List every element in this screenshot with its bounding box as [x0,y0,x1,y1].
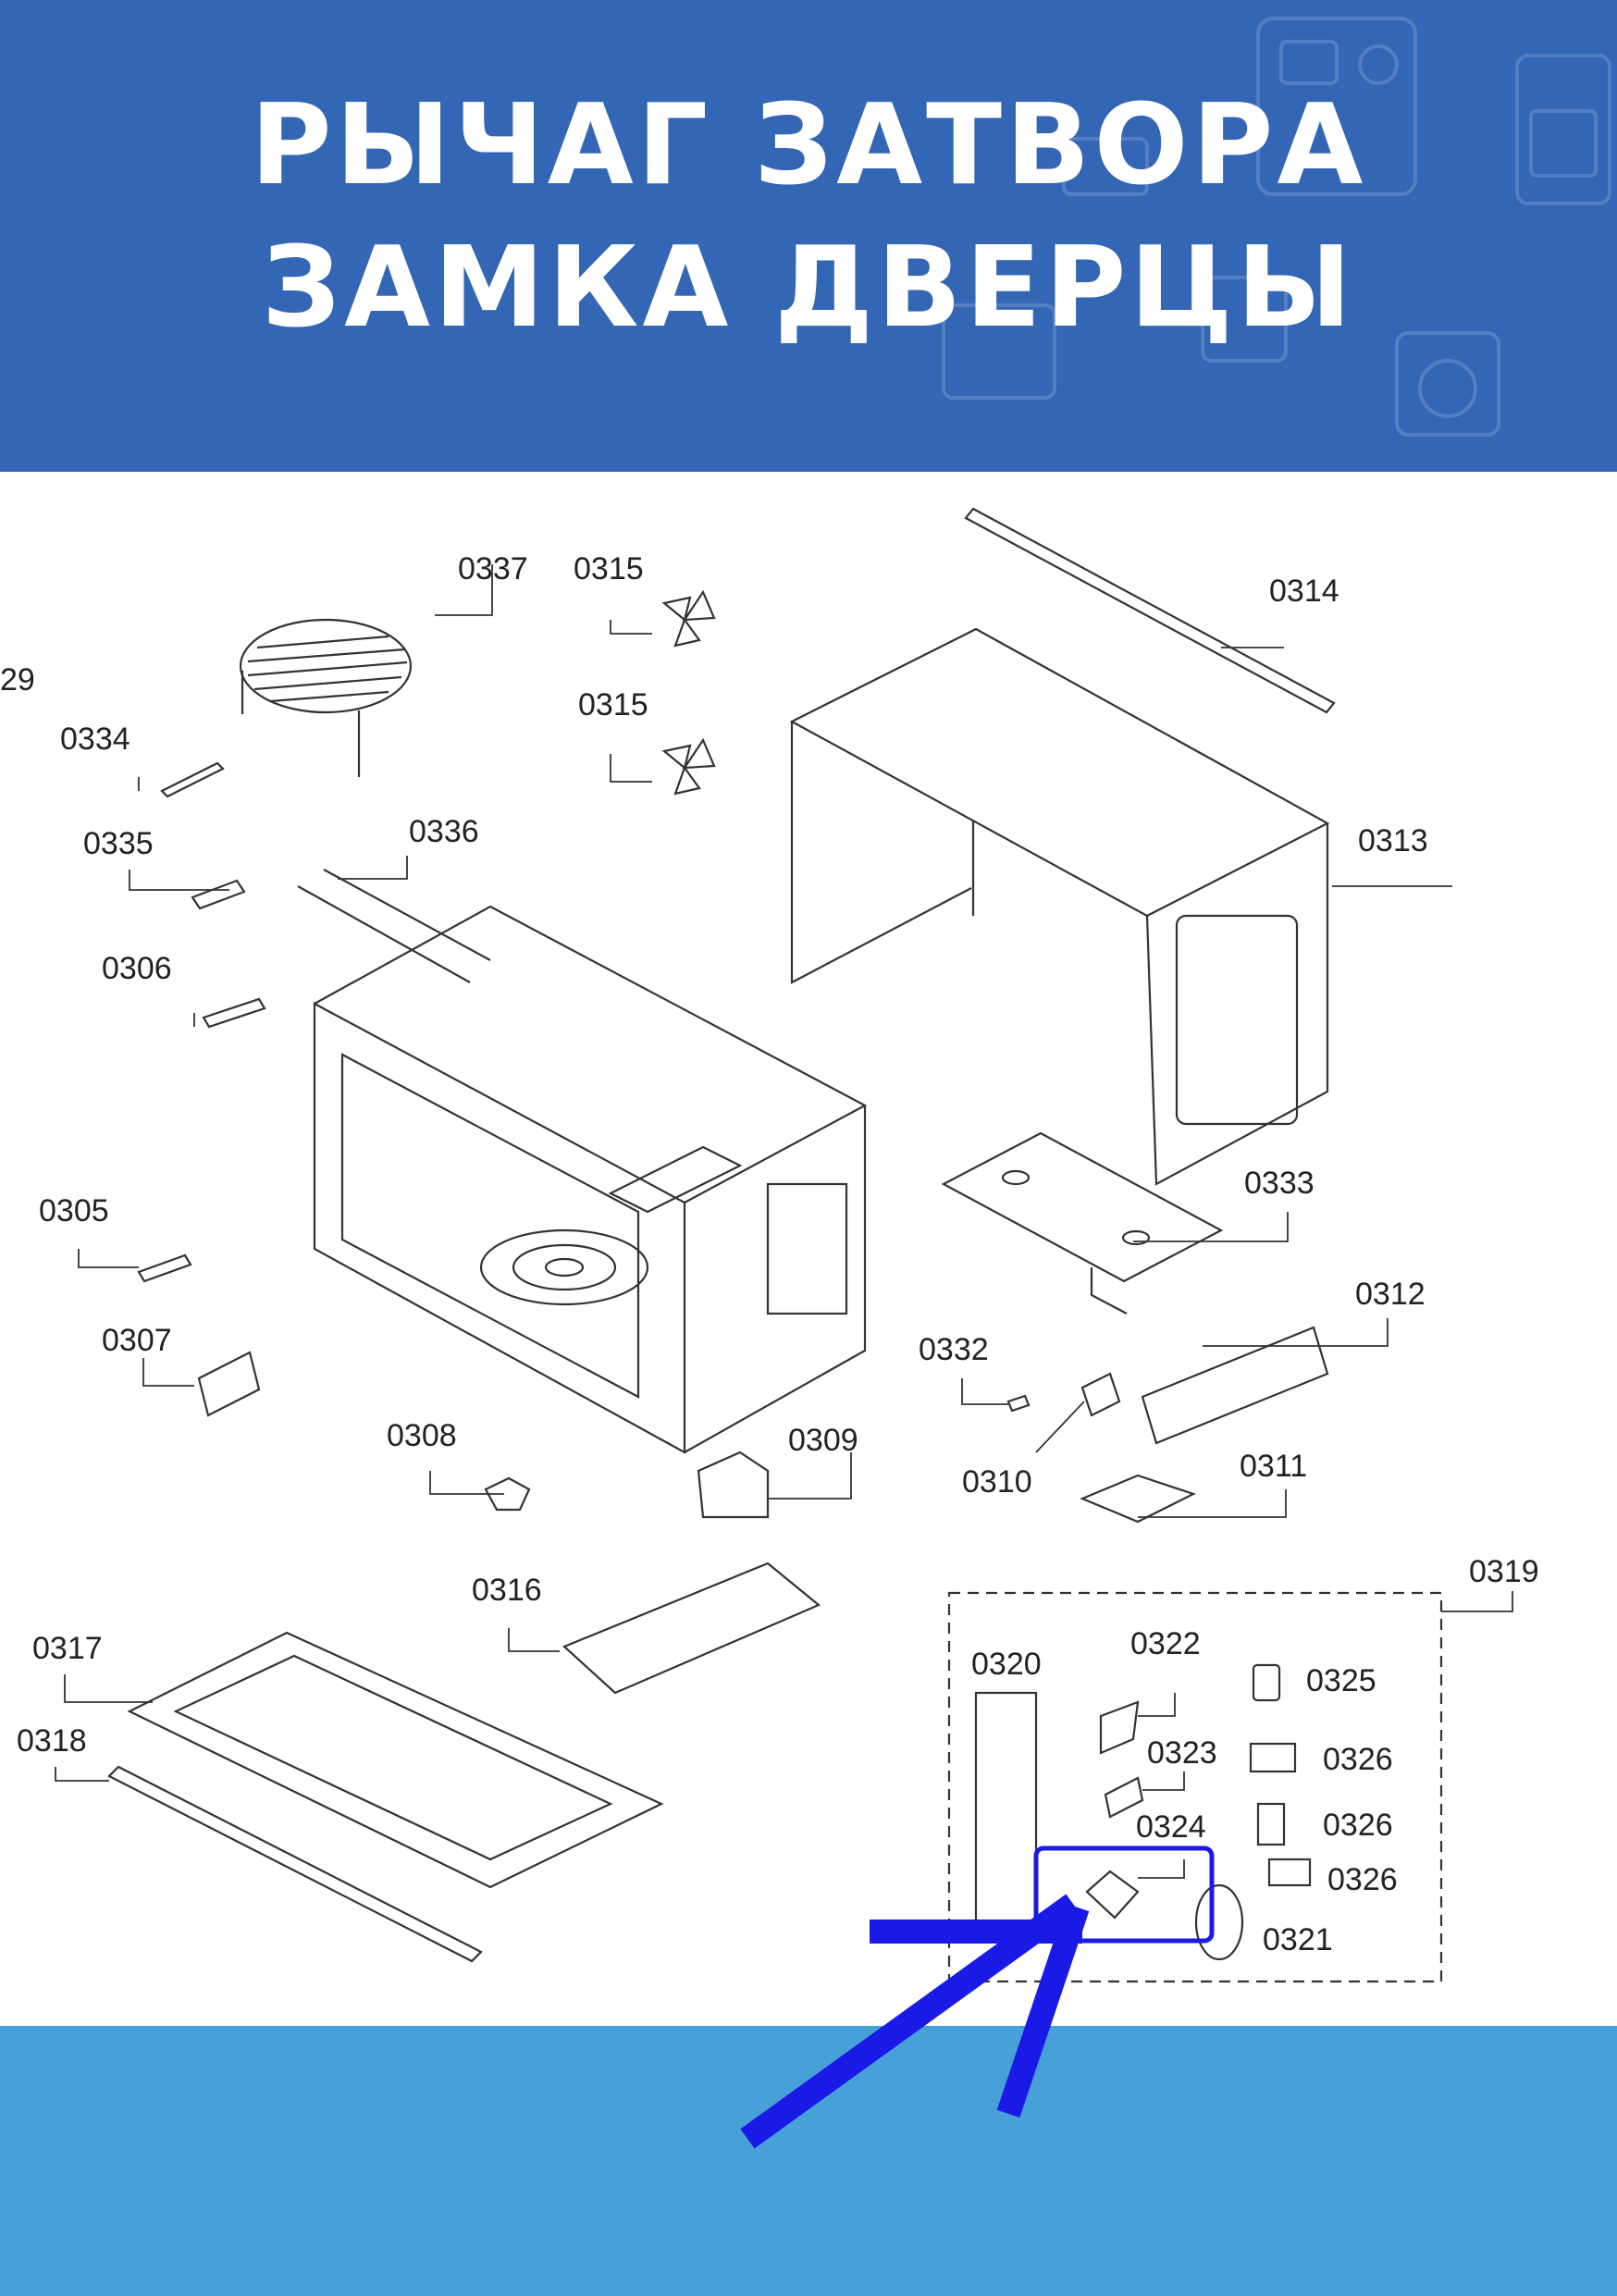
part-label-0306: 0306 [102,951,172,986]
part-label-0313: 0313 [1358,823,1428,858]
page-title-line-1: РЫЧАГ ЗАТВОРА [250,81,1367,210]
parts-drawing [55,507,1513,1983]
part-label-0308: 0308 [387,1418,457,1453]
part-label-0335: 0335 [83,826,154,861]
bottom-plate-part [941,1131,1224,1315]
part-label-0309: 0309 [788,1423,858,1458]
part-label-0311: 0311 [1240,1449,1308,1484]
part-label-0326: 0326 [1323,1742,1393,1777]
sheet-part-0311 [1080,1474,1196,1524]
mixer-icon [1201,276,1288,363]
part-label-0323: 0323 [1147,1735,1217,1771]
part-label-0336: 0336 [409,814,479,849]
multicooker-icon [942,303,1056,400]
heater-rods-part [297,869,491,983]
part-label-0326-c: 0326 [1327,1862,1398,1897]
lever-part-0323 [1104,1776,1144,1819]
exploded-parts-diagram: 29 0337 0315 0315 0314 0334 0335 0336 03… [0,472,1617,2026]
lever-part-0322 [1099,1700,1140,1755]
part-label-0315: 0315 [574,551,644,586]
highlight-box-0324 [1033,1845,1215,1944]
bracket-part [202,997,266,1029]
part-label-0322: 0322 [1130,1626,1201,1661]
switch-part-0325 [1252,1663,1281,1702]
fan-part-upper [661,589,716,648]
grill-rack-part [239,618,413,777]
board-part-0316 [562,1562,821,1695]
door-latch-lever-0324 [1085,1870,1140,1920]
oven-icon [1515,54,1611,205]
latch-part-0305 [137,1253,192,1283]
oven-cavity-part [313,905,868,1454]
motor-part-0308 [484,1476,531,1512]
box-part-0309 [697,1450,770,1519]
part-label-0316: 0316 [472,1573,542,1608]
part-label-0310: 0310 [962,1464,1032,1500]
interlock-housing-0320 [974,1691,1038,1926]
part-label-cut: 29 [0,662,35,697]
part-label-0320: 0320 [971,1647,1042,1682]
part-label-0325: 0325 [1306,1663,1376,1698]
coffee-machine-icon [1256,17,1417,196]
cover-part-0312 [1141,1326,1329,1445]
microswitch-0326-a [1249,1742,1297,1773]
rail-part-0318 [107,1765,483,1963]
motor-part-0310 [1080,1372,1121,1417]
outer-casing-part [789,627,1330,1186]
top-strip-part [964,507,1336,714]
part-label-0305: 0305 [39,1193,109,1228]
header-banner: РЫЧАГ ЗАТВОРА ЗАМКА ДВЕРЦЫ [0,0,1617,472]
part-label-0319: 0319 [1469,1554,1539,1589]
footer-band [0,2026,1617,2296]
part-label-0312: 0312 [1355,1277,1426,1312]
base-frame-part [127,1631,664,1889]
part-label-0317: 0317 [32,1631,103,1666]
cover-part-0321 [1194,1883,1244,1961]
part-label-0337: 0337 [458,551,528,586]
small-part-0332 [1006,1394,1031,1413]
small-rod-part [160,761,225,798]
part-label-0321: 0321 [1263,1922,1333,1957]
part-label-0315-b: 0315 [578,687,648,722]
part-label-0333: 0333 [1244,1166,1315,1201]
part-label-0326-b: 0326 [1323,1808,1393,1843]
clip-part [191,879,246,910]
panel-part-0307 [197,1351,261,1417]
part-label-0318: 0318 [17,1723,87,1759]
washer-icon [1395,331,1500,437]
part-label-0324: 0324 [1136,1809,1206,1845]
part-label-0307: 0307 [102,1323,172,1358]
microswitch-0326-c [1267,1858,1312,1887]
part-label-0334: 0334 [60,722,130,757]
microswitch-0326-b [1256,1802,1286,1846]
part-label-0314: 0314 [1269,574,1339,609]
appliance-icons-background [942,17,1611,437]
interlock-assembly-box [947,1591,1443,1983]
toaster-icon [1062,137,1149,196]
part-label-0332: 0332 [919,1332,989,1367]
fan-part-lower [661,737,716,796]
page-title-line-2: ЗАМКА ДВЕРЦЫ [261,224,1356,352]
